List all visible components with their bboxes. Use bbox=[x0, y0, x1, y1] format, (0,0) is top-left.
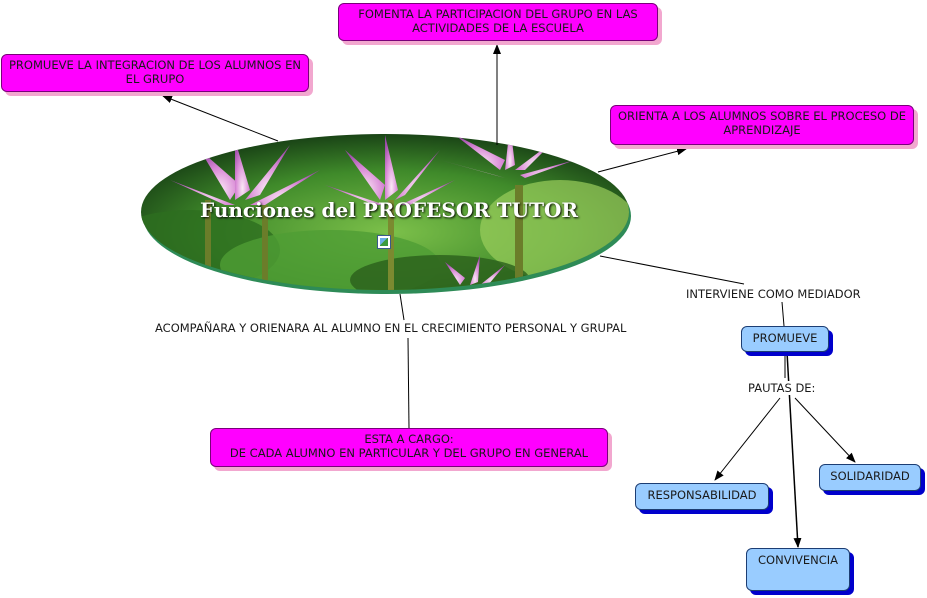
concept-promueve-integracion[interactable]: PROMUEVE LA INTEGRACION DE LOS ALUMNOS E… bbox=[1, 54, 309, 92]
connector-pautas-solidaridad bbox=[794, 397, 856, 463]
link-label-acompanara: ACOMPAÑARA Y ORIENARA AL ALUMNO EN EL CR… bbox=[155, 321, 627, 335]
connector-acompanara-upper bbox=[399, 293, 405, 321]
concept-orienta[interactable]: ORIENTA A LOS ALUMNOS SOBRE EL PROCESO D… bbox=[610, 105, 914, 145]
concept-esta-a-cargo[interactable]: ESTA A CARGO: DE CADA ALUMNO EN PARTICUL… bbox=[210, 428, 608, 467]
connector-acompanara-lower bbox=[407, 337, 410, 429]
lily-flower bbox=[445, 255, 505, 285]
center-title: Funciones del PROFESOR TUTOR bbox=[200, 198, 579, 222]
concept-esta-a-cargo-line2: DE CADA ALUMNO EN PARTICULAR Y DEL GRUPO… bbox=[229, 446, 589, 460]
concept-convivencia[interactable]: CONVIVENCIA bbox=[746, 548, 850, 591]
concept-promueve-integracion-label: PROMUEVE LA INTEGRACION DE LOS ALUMNOS E… bbox=[9, 58, 301, 86]
lily-flower bbox=[325, 135, 455, 205]
concept-promueve[interactable]: PROMUEVE bbox=[741, 326, 829, 352]
concept-solidaridad[interactable]: SOLIDARIDAD bbox=[819, 464, 921, 491]
connector-orienta bbox=[597, 147, 687, 173]
connector-interviene-upper bbox=[599, 255, 745, 285]
concept-fomenta[interactable]: FOMENTA LA PARTICIPACION DEL GRUPO EN LA… bbox=[338, 3, 658, 41]
lily-flower bbox=[440, 134, 575, 178]
connector-interviene-lower bbox=[781, 301, 785, 327]
concept-responsabilidad[interactable]: RESPONSABILIDAD bbox=[635, 483, 769, 510]
concept-orienta-label: ORIENTA A LOS ALUMNOS SOBRE EL PROCESO D… bbox=[617, 109, 907, 137]
link-label-interviene: INTERVIENE COMO MEDIADOR bbox=[686, 287, 861, 301]
concept-solidaridad-label: SOLIDARIDAD bbox=[830, 469, 910, 483]
connector-pautas-responsabilidad bbox=[714, 397, 781, 481]
concept-responsabilidad-label: RESPONSABILIDAD bbox=[647, 488, 757, 502]
concept-esta-a-cargo-line1: ESTA A CARGO: bbox=[364, 432, 454, 446]
lily-flower bbox=[170, 140, 320, 205]
link-label-pautas: PAUTAS DE: bbox=[748, 381, 816, 395]
concept-promueve-label: PROMUEVE bbox=[752, 331, 818, 345]
connector-integracion bbox=[162, 95, 279, 142]
concept-convivencia-label: CONVIVENCIA bbox=[758, 553, 838, 567]
concept-fomenta-label: FOMENTA LA PARTICIPACION DEL GRUPO EN LA… bbox=[358, 7, 638, 35]
image-icon[interactable] bbox=[377, 235, 391, 249]
